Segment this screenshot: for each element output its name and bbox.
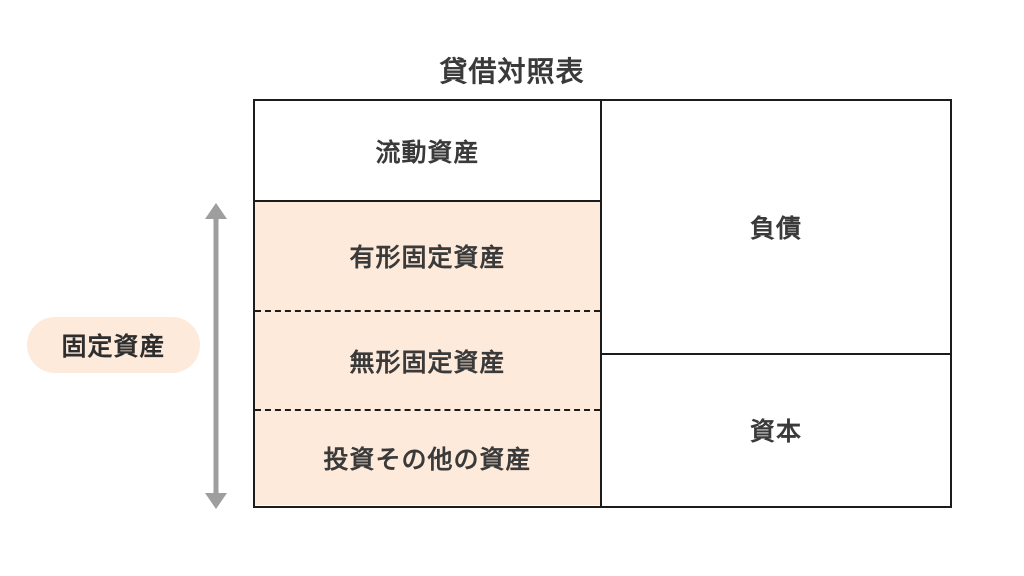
cell-intangible-fixed-assets-label: 無形固定資産 <box>349 348 506 377</box>
cell-liabilities-label: 負債 <box>749 215 802 243</box>
cell-tangible-fixed-assets-label: 有形固定資産 <box>349 244 506 272</box>
cell-equity-label: 資本 <box>749 418 802 446</box>
cell-investments-and-other-assets: 投資その他の資産 <box>255 411 600 505</box>
cell-intangible-fixed-assets: 無形固定資産 <box>255 312 600 411</box>
double-arrow-icon <box>205 203 227 509</box>
assets-column: 流動資産 有形固定資産 無形固定資産 投資その他の資産 <box>255 101 602 506</box>
fixed-assets-label-pill: 固定資産 <box>27 317 200 373</box>
cell-current-assets-label: 流動資産 <box>375 138 480 167</box>
cell-equity: 資本 <box>602 355 950 505</box>
page-title: 貸借対照表 <box>439 56 585 87</box>
fixed-assets-label-text: 固定資産 <box>61 333 166 361</box>
fixed-assets-range-arrow <box>202 203 230 509</box>
liabilities-equity-column: 負債 資本 <box>602 101 950 506</box>
cell-current-assets: 流動資産 <box>255 101 600 202</box>
cell-liabilities: 負債 <box>602 101 950 355</box>
cell-tangible-fixed-assets: 有形固定資産 <box>255 202 600 312</box>
cell-investments-and-other-assets-label: 投資その他の資産 <box>323 446 532 474</box>
balance-sheet-table: 流動資産 有形固定資産 無形固定資産 投資その他の資産 負債 資本 <box>253 99 952 508</box>
